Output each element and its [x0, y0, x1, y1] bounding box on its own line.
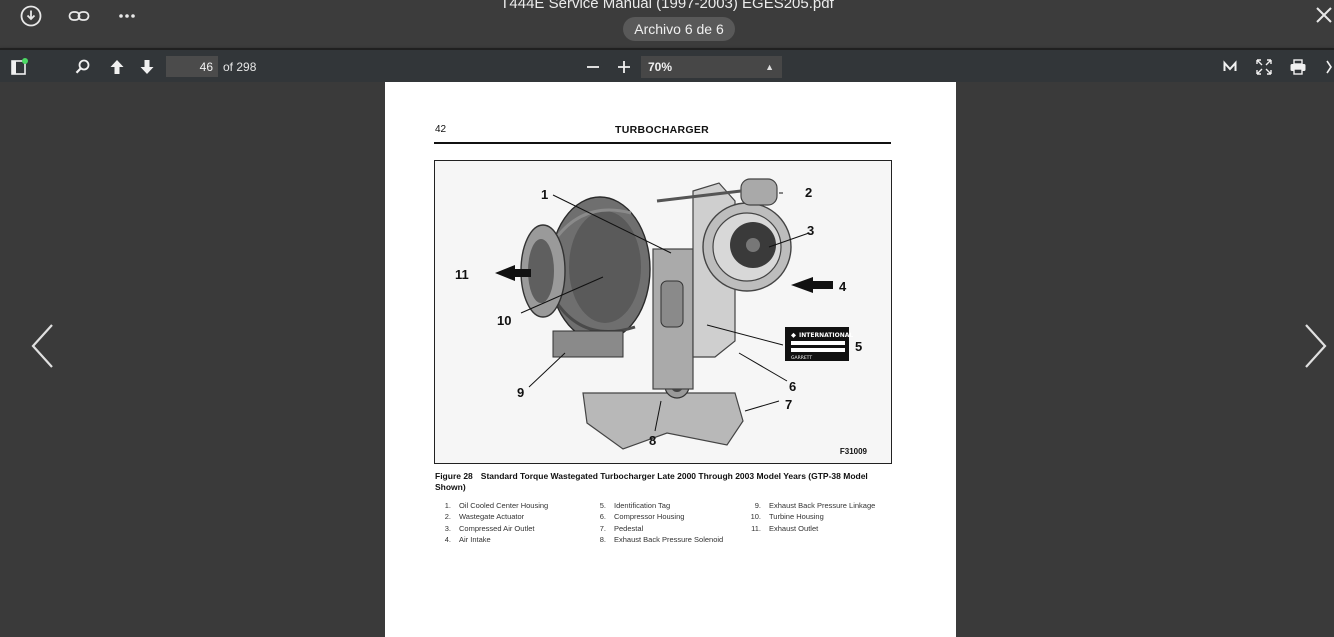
figure-code: F31009	[839, 447, 867, 456]
legend-item: 2.Wastegate Actuator	[444, 512, 525, 522]
zoom-in-icon[interactable]	[615, 58, 633, 76]
callout-4: 4	[839, 279, 847, 294]
legend-item: 6.Compressor Housing	[599, 512, 685, 522]
legend-item: 8.Exhaust Back Pressure Solenoid	[599, 534, 724, 544]
svg-text:◆: ◆	[791, 331, 796, 339]
page-number-input[interactable]	[166, 56, 218, 77]
next-file-icon[interactable]	[1302, 323, 1328, 369]
page-total-label: of 298	[223, 60, 257, 74]
figure-turbocharger: ◆ INTERNATIONAL GARRETT	[434, 160, 892, 464]
previous-page-icon[interactable]	[108, 58, 126, 76]
legend-column-2: 5.Identification Tag 6.Compressor Housin…	[590, 500, 740, 545]
section-title: TURBOCHARGER	[615, 124, 710, 136]
figure-label: Figure 28	[435, 471, 473, 481]
pdf-toolbar: of 298 70% ▲	[0, 48, 1334, 82]
page-number: 42	[435, 124, 447, 135]
callout-7: 7	[785, 397, 792, 412]
callout-6: 6	[789, 379, 796, 394]
callout-3: 3	[807, 223, 814, 238]
next-page-icon[interactable]	[138, 58, 156, 76]
callout-1: 1	[541, 187, 548, 202]
tag-brand: INTERNATIONAL	[799, 332, 853, 339]
search-icon[interactable]	[74, 58, 92, 76]
callout-11: 11	[455, 267, 469, 282]
legend-item: 9.Exhaust Back Pressure Linkage	[754, 501, 876, 510]
legend-item: 7.Pedestal	[599, 523, 644, 533]
more-options-icon[interactable]	[115, 4, 139, 28]
legend-item: 10.Turbine Housing	[750, 512, 824, 522]
legend-column-1: 1.Oil Cooled Center Housing 2.Wastegate …	[435, 500, 585, 545]
document-viewer[interactable]: 42 TURBOCHARGER	[0, 82, 1334, 637]
callout-2: 2	[805, 185, 812, 200]
fullscreen-icon[interactable]	[1255, 58, 1273, 76]
previous-file-icon[interactable]	[30, 323, 56, 369]
tools-overflow-icon[interactable]	[1324, 58, 1334, 76]
file-counter-badge: Archivo 6 de 6	[623, 17, 735, 41]
callout-5: 5	[855, 339, 862, 354]
tag-maker: GARRETT	[791, 355, 812, 361]
file-title: T444E Service Manual (1997-2003) EGES205…	[500, 0, 834, 12]
legend-item: 5.Identification Tag	[599, 501, 671, 510]
legend-item: 11.Exhaust Outlet	[751, 523, 819, 533]
presentation-mode-icon[interactable]	[1221, 58, 1239, 76]
zoom-out-icon[interactable]	[584, 58, 602, 76]
zoom-select[interactable]: 70% ▲	[641, 56, 782, 78]
callout-8: 8	[649, 433, 656, 448]
chevron-updown-icon: ▲	[765, 62, 774, 72]
zoom-value: 70%	[648, 60, 673, 74]
legend-item: 4.Air Intake	[444, 534, 491, 544]
legend-column-3: 9.Exhaust Back Pressure Linkage 10.Turbi…	[745, 500, 895, 534]
viewer-title-bar: T444E Service Manual (1997-2003) EGES205…	[0, 0, 1334, 48]
callout-9: 9	[517, 385, 524, 400]
sidebar-toggle-icon[interactable]	[10, 58, 28, 76]
turbocharger-illustration: ◆ INTERNATIONAL GARRETT	[455, 178, 862, 450]
close-icon[interactable]	[1314, 4, 1334, 26]
header-rule	[434, 142, 891, 144]
link-icon[interactable]	[67, 4, 91, 28]
callout-10: 10	[497, 313, 511, 328]
print-icon[interactable]	[1289, 58, 1307, 76]
legend-item: 1.Oil Cooled Center Housing	[444, 501, 549, 510]
pdf-page: 42 TURBOCHARGER	[385, 82, 956, 637]
figure-caption-text: Standard Torque Wastegated Turbocharger …	[435, 471, 868, 492]
legend-item: 3.Compressed Air Outlet	[444, 523, 535, 533]
download-icon[interactable]	[19, 4, 43, 28]
